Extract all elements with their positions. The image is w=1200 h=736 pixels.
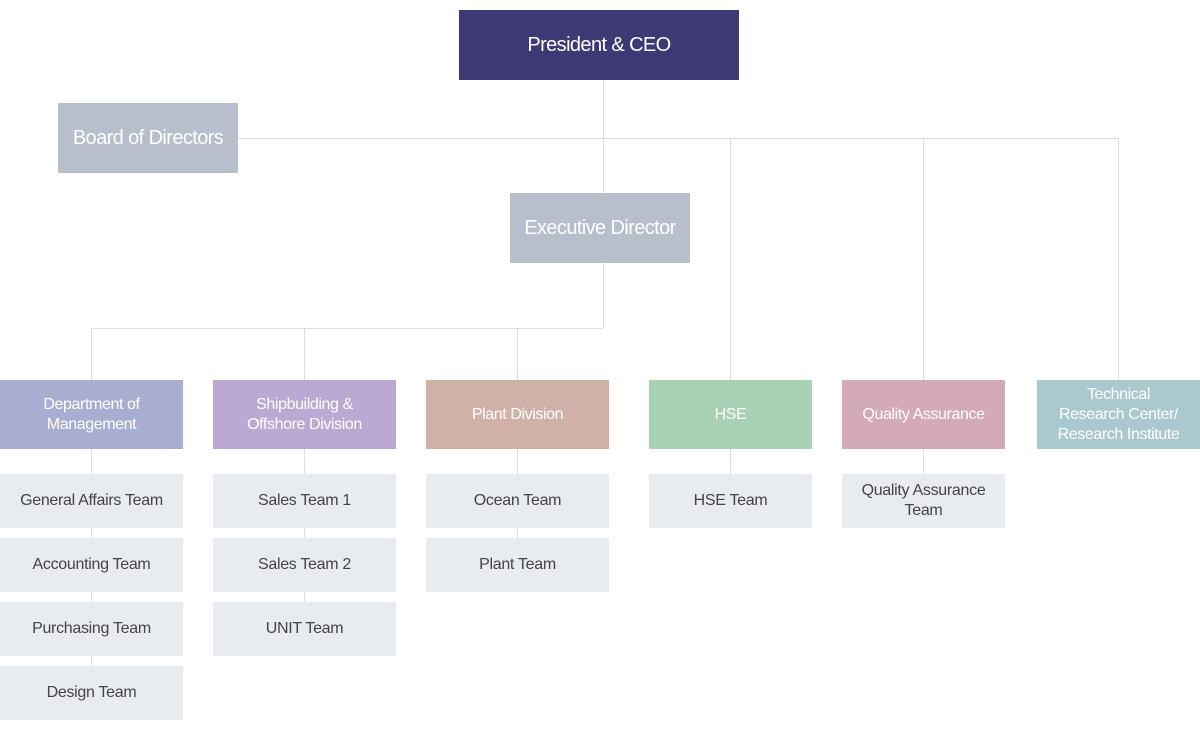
division-plant: Plant Division [426,380,609,449]
team-plant: Plant Team [426,538,609,592]
team-hse: HSE Team [649,474,812,528]
team-quality-assurance: Quality Assurance Team [842,474,1005,528]
team-general-affairs: General Affairs Team [0,474,183,528]
team-ocean: Ocean Team [426,474,609,528]
division-technical-research: Technical Research Center/ Research Inst… [1037,380,1200,449]
team-design: Design Team [0,666,183,720]
division-management: Department of Management [0,380,183,449]
president-ceo-box: President & CEO [459,10,739,80]
division-shipbuilding-offshore: Shipbuilding & Offshore Division [213,380,396,449]
board-of-directors-box: Board of Directors [58,103,238,173]
executive-director-box: Executive Director [510,193,690,263]
division-quality-assurance: Quality Assurance [842,380,1005,449]
team-accounting: Accounting Team [0,538,183,592]
team-unit: UNIT Team [213,602,396,656]
division-hse: HSE [649,380,812,449]
team-sales-2: Sales Team 2 [213,538,396,592]
team-purchasing: Purchasing Team [0,602,183,656]
team-sales-1: Sales Team 1 [213,474,396,528]
